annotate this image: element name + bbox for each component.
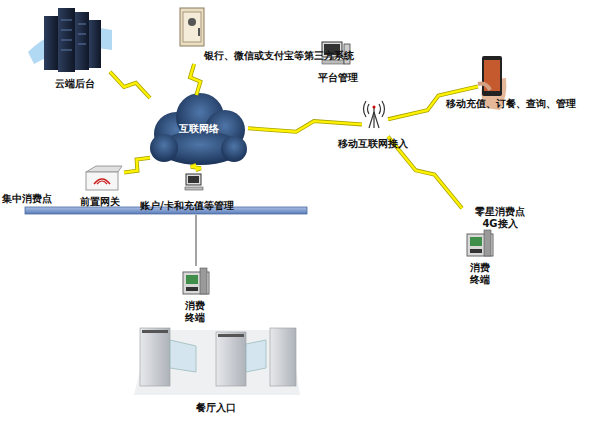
phone-node: 移动充值、订餐、查询、管理 <box>478 52 508 110</box>
node-label: 消费 终端 <box>183 300 207 324</box>
lightning-link <box>110 72 150 98</box>
node-label: 银行、微信或支付宝等第三方系统 <box>204 50 354 62</box>
terminal-node: 零星消费点 4G接入消费 终端 <box>462 206 540 286</box>
node-label: 平台管理 <box>318 72 358 84</box>
lightning-core <box>190 64 200 95</box>
lightning-core <box>191 165 201 170</box>
lightning-edge <box>248 121 362 132</box>
node-label: 云端后台 <box>55 78 95 90</box>
gateway-icon <box>86 166 122 190</box>
node-label: 移动充值、订餐、查询、管理 <box>446 98 576 110</box>
lightning-link <box>190 64 200 95</box>
cloud-node: 互联网络 <box>150 95 248 165</box>
server-icon <box>28 8 112 72</box>
antenna-node: 移动互联网接入 <box>362 98 388 150</box>
wire-line <box>195 215 196 266</box>
lightning-edge <box>110 72 150 98</box>
lightning-edge <box>124 158 150 173</box>
lightning-link <box>191 165 201 170</box>
turnstile-node: 餐厅入口 <box>130 322 302 414</box>
node-label: 餐厅入口 <box>130 402 302 414</box>
safe-icon <box>180 8 204 46</box>
node-label: 消费 终端 <box>468 262 492 286</box>
lightning-edge <box>190 64 200 95</box>
third-party-node: 银行、微信或支付宝等第三方系统 <box>176 6 208 64</box>
wire-link <box>196 215 197 266</box>
computer-icon <box>185 174 203 190</box>
antenna-icon <box>364 101 385 128</box>
account-node: 账户/卡和充值等管理 <box>180 170 208 210</box>
lightning-core <box>124 158 150 173</box>
node-label: 前置网关 <box>80 196 120 208</box>
node-label: 互联网络 <box>150 123 248 135</box>
platform-node: 平台管理 <box>316 38 356 84</box>
lightning-core <box>110 72 150 98</box>
terminal-node: 消费 终端 <box>178 266 214 322</box>
internet-cloud <box>150 93 247 165</box>
node-label: 集中消费点 <box>2 193 52 205</box>
lightning-edge <box>191 165 201 170</box>
server-node: 云端后台 <box>40 8 110 90</box>
node-label: 移动互联网接入 <box>338 138 408 150</box>
node-label: 账户/卡和充值等管理 <box>140 200 234 212</box>
lightning-link <box>248 121 362 132</box>
turnstile-illustration <box>134 328 300 395</box>
gateway-node: 前置网关 <box>80 163 124 207</box>
terminal-icon <box>183 268 209 294</box>
node-label: 零星消费点 4G接入 <box>468 206 532 230</box>
lightning-link <box>124 158 150 173</box>
lightning-core <box>248 121 362 132</box>
terminal-icon <box>467 230 493 256</box>
